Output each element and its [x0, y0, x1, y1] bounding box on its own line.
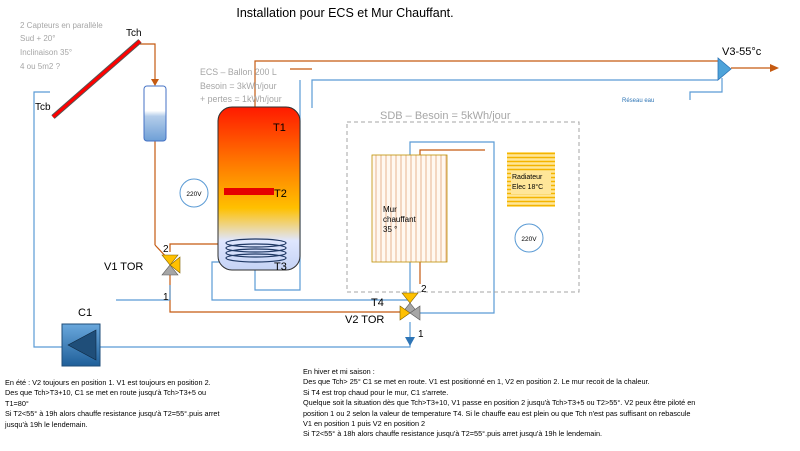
tch-label: Tch [126, 28, 142, 39]
radiator-label-bg [511, 172, 551, 194]
mixing-valve-v3 [717, 57, 732, 81]
v3-label: V3-55°c [722, 46, 762, 58]
heated-wall [371, 154, 448, 263]
summer-notes: En été : V2 toujours en position 1. V1 e… [5, 378, 220, 430]
collector-return-pipe [33, 91, 62, 348]
v1-port-1: 1 [163, 292, 169, 303]
bathroom-zone [346, 121, 580, 293]
v2-port-1: 1 [418, 329, 424, 340]
t4-label: T4 [371, 297, 384, 309]
diagram-title: Installation pour ECS et Mur Chauffant. [236, 6, 453, 20]
winter-note-line: position 1 ou 2 selon la valeur de tempe… [303, 408, 691, 418]
c1-label: C1 [78, 307, 92, 319]
coil-inlet-pipe [169, 243, 226, 252]
v2-port-2: 2 [421, 284, 427, 295]
winter-note-line: Si T2<55° à 18h alors chauffe resistance… [303, 429, 603, 439]
power-label: 220V [521, 236, 537, 243]
power-label: 220V [186, 191, 202, 198]
panel-note: 4 ou 5m2 ? [20, 62, 61, 71]
valve-v2 [399, 292, 421, 321]
tank-loss: + pertes = 1kWh/jour [200, 94, 282, 104]
v1-label: V1 TOR [104, 261, 143, 273]
winter-note-line: Si T4 est trop chaud pour le mur, C1 s'a… [303, 387, 449, 397]
hot-water-pipe [254, 60, 718, 108]
cold-water-pipe [311, 79, 718, 108]
summer-note-line: Des que Tch>T3+10, C1 se met en route ju… [5, 388, 207, 398]
t3-label: T3 [274, 261, 287, 273]
panel-note: 2 Capteurs en parallèle [20, 21, 103, 30]
power-supply-icon [179, 178, 209, 208]
winter-note-line: En hiver et mi saison : [303, 367, 375, 376]
wall-label: 35 ° [383, 225, 397, 234]
tank-title: ECS – Ballon 200 L [200, 67, 277, 77]
wall-label: chauffant [383, 215, 417, 224]
heat-exchanger-coil [225, 238, 287, 263]
winter-note-line: V1 en position 1 puis V2 en position 2 [303, 419, 426, 429]
summer-note-line: jusqu'à 19h le lendemain. [5, 419, 88, 429]
v1-port-2: 2 [163, 244, 169, 255]
power-supply-icon [514, 223, 544, 253]
wall-label: Mur [383, 205, 397, 214]
bathroom-label: SDB – Besoin = 5kWh/jour [380, 110, 511, 122]
valve-v1 [161, 254, 181, 276]
panel-notes: 2 Capteurs en parallèle Sud + 20° Inclin… [20, 21, 103, 71]
solar-collector [52, 39, 141, 119]
summer-note-line: Si T2<55° à 19h alors chauffe resistance… [5, 409, 220, 419]
arrow-down-icon [151, 79, 159, 86]
mains-water-pipe [689, 78, 723, 100]
expansion-vessel [143, 85, 167, 142]
panel-note: Sud + 20° [20, 34, 55, 43]
collector-outlet-pipe [140, 43, 156, 85]
mains-water-label: Réseau eau [622, 98, 654, 104]
winter-note-line: Quelque soit la situation dès que Tch>T3… [303, 398, 696, 408]
t1-label: T1 [273, 122, 286, 134]
tank-notes: ECS – Ballon 200 L Besoin = 3kWh/jour + … [200, 67, 282, 104]
radiator-label: Radiateur [512, 174, 543, 181]
radiator-label: Elec 18°C [512, 183, 543, 191]
winter-note-line: Des que Tch> 25° C1 se met en route. V1 … [303, 377, 650, 387]
t2-label: T2 [274, 188, 287, 200]
panel-note: Inclinaison 35° [20, 48, 72, 57]
pump-arrow-icon [67, 329, 97, 361]
arrow-down-icon [405, 337, 415, 346]
summer-note-line: T1=80° [5, 398, 29, 408]
winter-notes: En hiver et mi saison : Des que Tch> 25°… [303, 367, 695, 440]
v2-label: V2 TOR [345, 314, 384, 326]
tank-need: Besoin = 3kWh/jour [200, 81, 277, 91]
heating-resistance [224, 188, 274, 195]
summer-note-line: En été : V2 toujours en position 1. V1 e… [5, 378, 211, 387]
arrow-right-icon [770, 64, 779, 72]
floor-supply-pipe [169, 272, 400, 313]
tcb-label: Tcb [35, 102, 51, 113]
return-pipe [100, 322, 411, 348]
